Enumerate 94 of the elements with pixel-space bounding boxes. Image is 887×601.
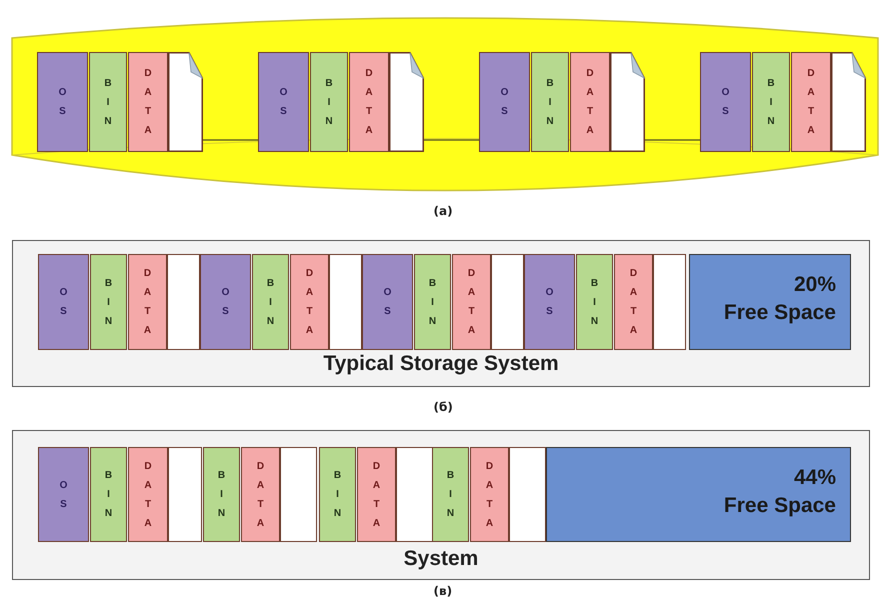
block-label: DATA [486, 460, 494, 530]
block-label: DATA [630, 267, 638, 338]
data-block [452, 254, 491, 350]
bin-block [252, 254, 289, 350]
block-label: OS [222, 286, 230, 319]
data-block [614, 254, 653, 350]
bin-block [90, 254, 127, 350]
bin-block [531, 52, 569, 152]
block-label: DATA [807, 67, 815, 138]
figure-caption: (a) [434, 204, 453, 218]
free-space-label: Free Space [722, 494, 836, 518]
block-label: DATA [306, 267, 314, 338]
empty-block [653, 254, 686, 350]
os-block [258, 52, 309, 152]
data-block [470, 447, 509, 542]
panel-title: Typical Storage System [322, 352, 560, 376]
block-label: OS [280, 86, 288, 119]
os-block [37, 52, 88, 152]
bin-block [414, 254, 451, 350]
block-label: OS [60, 286, 68, 319]
panel-title: System [402, 547, 480, 571]
block-label: OS [546, 286, 554, 319]
data-block [241, 447, 280, 542]
block-label: DATA [372, 460, 380, 530]
empty-block [168, 447, 202, 542]
document-page [831, 52, 866, 152]
bin-block [319, 447, 356, 542]
block-label: BIN [104, 469, 112, 521]
bin-block [90, 447, 127, 542]
figure-caption: (в) [434, 584, 452, 598]
empty-block [491, 254, 524, 350]
free-space-block [689, 254, 851, 350]
block-label: BIN [334, 469, 342, 521]
storage-system-panel [12, 240, 870, 387]
free-space-block [546, 447, 851, 542]
empty-block [396, 447, 433, 542]
block-label: BIN [104, 276, 112, 328]
block-label: OS [60, 478, 68, 512]
os-block [38, 254, 89, 350]
bin-block [752, 52, 790, 152]
empty-block [329, 254, 362, 350]
block-label: BIN [446, 469, 454, 521]
block-label: OS [384, 286, 392, 319]
bin-block [576, 254, 613, 350]
block-label: DATA [256, 460, 264, 530]
data-block [349, 52, 389, 152]
bin-block [432, 447, 469, 542]
data-block [128, 254, 167, 350]
free-space-label: Free Space [722, 301, 836, 325]
os-block [38, 447, 89, 542]
block-label: BIN [266, 276, 274, 328]
os-block [524, 254, 575, 350]
data-block [128, 52, 168, 152]
block-label: OS [58, 86, 66, 119]
figure-caption: (б) [434, 400, 453, 414]
block-label: DATA [144, 267, 152, 338]
block-label: BIN [590, 276, 598, 328]
document-page [168, 52, 203, 152]
block-label: DATA [586, 67, 594, 138]
block-label: OS [722, 86, 730, 119]
block-label: BIN [546, 76, 554, 128]
connector-line [645, 139, 700, 141]
document-page [389, 52, 424, 152]
bin-block [310, 52, 348, 152]
connector-line [424, 139, 479, 141]
os-block [700, 52, 751, 152]
empty-block [280, 447, 317, 542]
block-label: OS [500, 86, 508, 119]
empty-block [167, 254, 200, 350]
document-page [610, 52, 645, 152]
block-label: DATA [144, 460, 152, 530]
connector-line [203, 139, 258, 141]
percentage-value: 20% [792, 273, 836, 297]
block-label: DATA [365, 67, 373, 138]
block-label: BIN [325, 76, 333, 128]
data-block [357, 447, 396, 542]
os-block [200, 254, 251, 350]
os-block [479, 52, 530, 152]
percentage-value: 44% [792, 466, 836, 490]
os-block [362, 254, 413, 350]
storage-system-panel [12, 430, 870, 580]
empty-block [509, 447, 546, 542]
block-label: BIN [104, 76, 112, 128]
data-block [290, 254, 329, 350]
bin-block [89, 52, 127, 152]
bin-block [203, 447, 240, 542]
block-label: BIN [218, 469, 226, 521]
block-label: BIN [428, 276, 436, 328]
data-block [791, 52, 831, 152]
data-block [128, 447, 168, 542]
block-label: DATA [468, 267, 476, 338]
data-block [570, 52, 610, 152]
block-label: DATA [144, 67, 152, 138]
block-label: BIN [767, 76, 775, 128]
